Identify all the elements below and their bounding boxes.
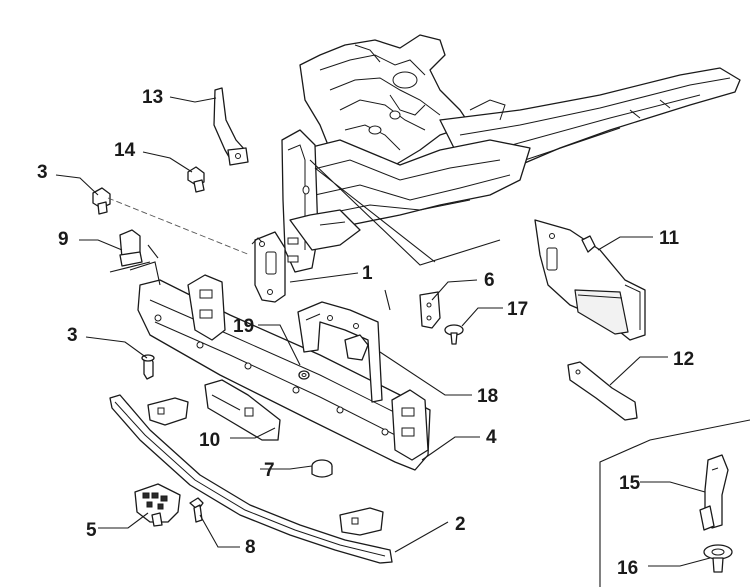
callout-14: 14 <box>114 140 136 161</box>
part-bracket-6 <box>419 291 441 329</box>
callout-3-lower: 3 <box>67 325 78 346</box>
callout-1: 1 <box>362 263 373 284</box>
part-bumper-beam-4 <box>137 274 431 471</box>
part-rivet-16 <box>703 544 733 573</box>
part-bracket-1 <box>251 231 286 303</box>
inset-panel <box>599 419 750 587</box>
part-sensor-5 <box>134 483 181 527</box>
callout-18: 18 <box>477 386 498 407</box>
callout-6: 6 <box>484 270 495 291</box>
part-bracket-10 <box>204 379 281 441</box>
reference-lines <box>107 159 501 311</box>
callout-12: 12 <box>673 349 694 370</box>
part-bolt-3-upper <box>92 187 111 215</box>
part-nut-19 <box>298 370 310 380</box>
callout-7: 7 <box>264 460 275 481</box>
callout-13: 13 <box>142 87 163 108</box>
chassis-frame <box>281 34 741 273</box>
callout-9: 9 <box>58 229 69 250</box>
callout-3-upper: 3 <box>37 162 48 183</box>
part-bracket-9 <box>119 229 143 267</box>
part-strap-12 <box>567 361 638 421</box>
part-bolt-8 <box>189 497 204 523</box>
part-bolt-3-lower <box>141 354 155 380</box>
callout-16: 16 <box>617 558 638 579</box>
leader-lines <box>55 96 711 567</box>
callout-19: 19 <box>233 316 254 337</box>
part-lower-beam-2 <box>109 394 393 564</box>
part-side-bracket-11 <box>534 219 646 341</box>
callout-2: 2 <box>455 514 466 535</box>
part-clip-17 <box>444 324 464 345</box>
part-mount-bracket-18 <box>297 301 383 403</box>
callout-10: 10 <box>199 430 220 451</box>
callout-8: 8 <box>245 537 256 558</box>
callout-5: 5 <box>86 520 97 541</box>
part-plug-7 <box>311 459 333 478</box>
part-clamp-13 <box>213 87 249 166</box>
callout-17: 17 <box>507 299 528 320</box>
callout-4: 4 <box>486 427 497 448</box>
callout-11: 11 <box>659 228 680 249</box>
callout-labels: 1 2 3 3 4 5 6 7 8 9 10 11 12 13 14 15 16… <box>37 87 694 579</box>
callout-15: 15 <box>619 473 641 494</box>
